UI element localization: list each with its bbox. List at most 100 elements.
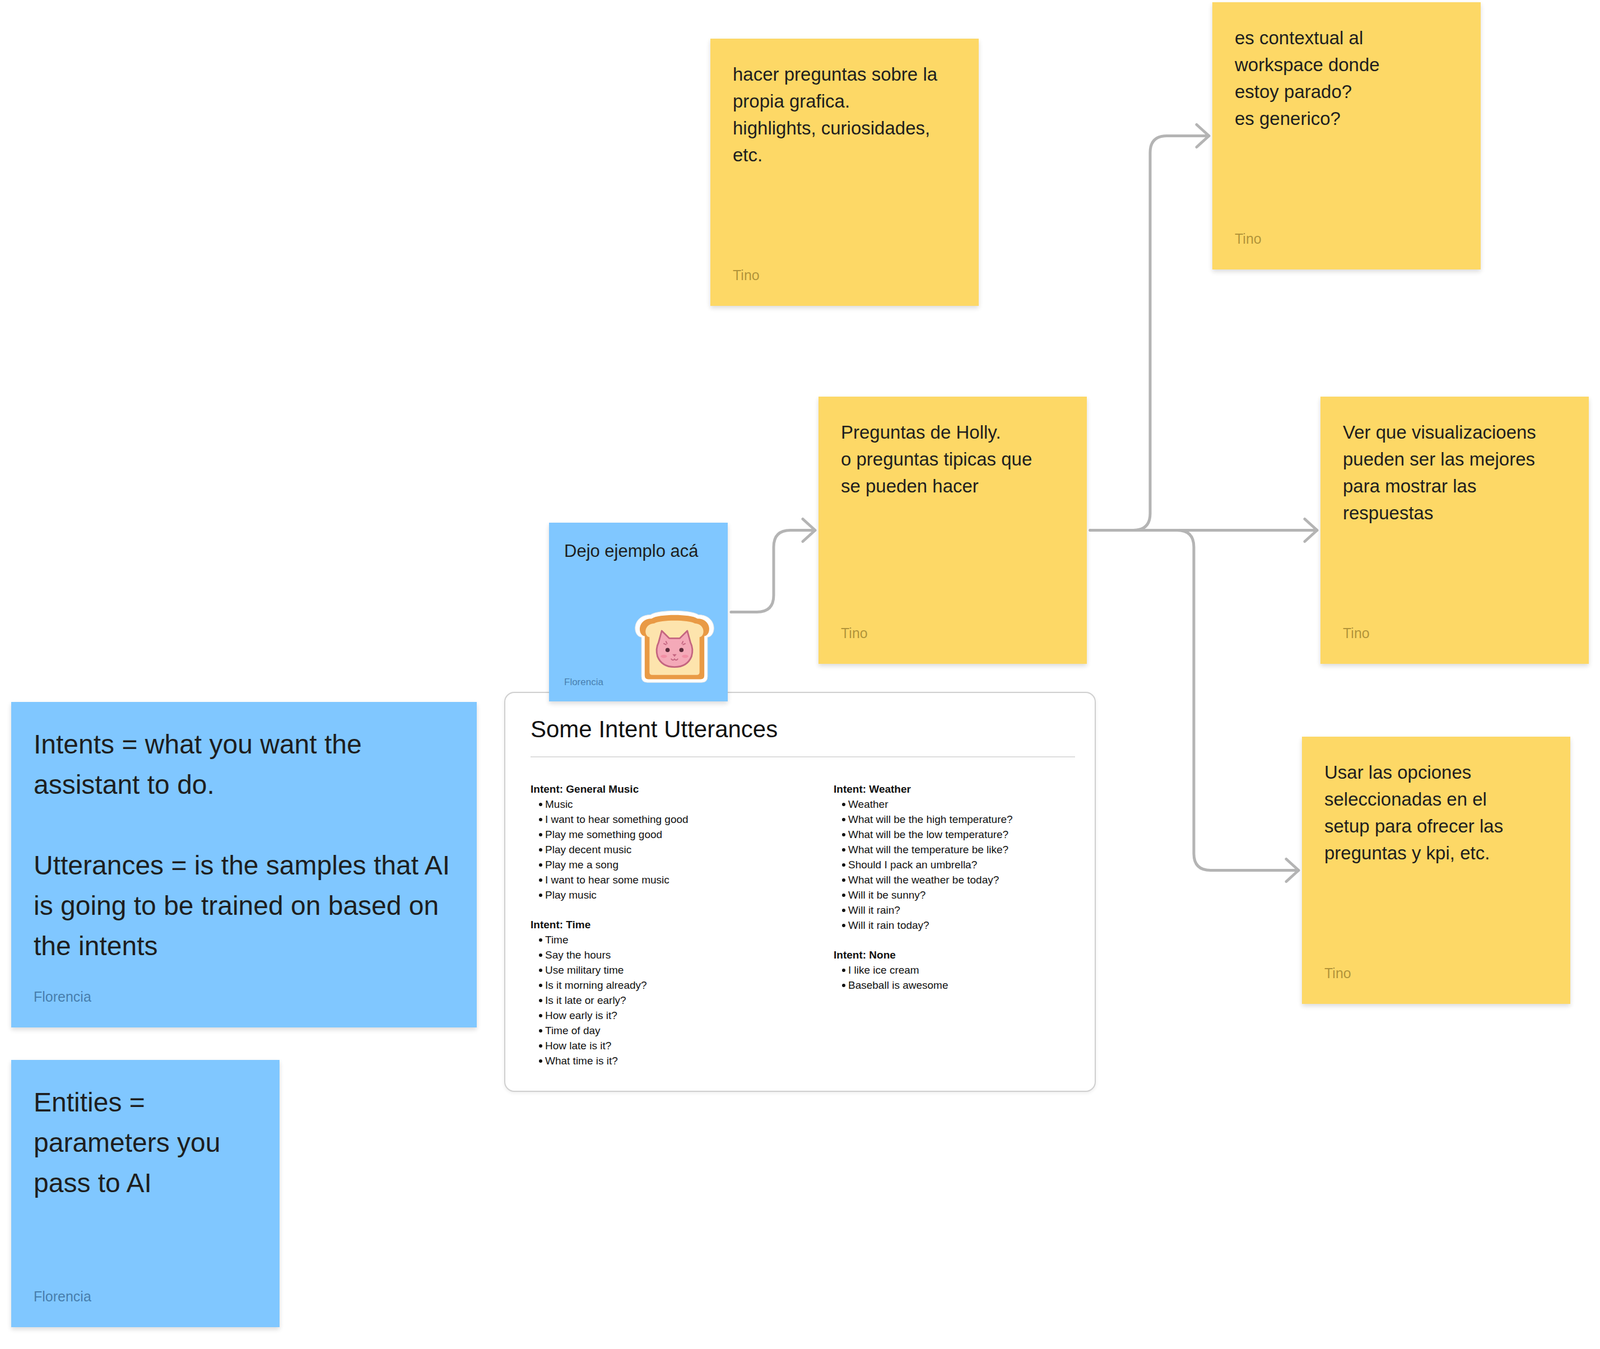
utterance-row: What will the weather be today?	[833, 872, 1013, 888]
utterance-item: I want to hear something good	[545, 813, 689, 826]
connector	[1090, 124, 1209, 531]
note-body: Usar las opciones seleccionadas en el se…	[1324, 759, 1535, 867]
utterance-item: What will the temperature be like?	[848, 843, 1009, 856]
utterance-item: I want to hear some music	[545, 873, 670, 886]
author-label: Florencia	[33, 988, 92, 1006]
utterance-item: Will it be sunny?	[848, 889, 926, 901]
cat-toast-sticker	[631, 609, 718, 685]
bullet-dot	[842, 802, 846, 807]
bullet-dot	[842, 923, 846, 928]
utterance-row: Use military time	[530, 962, 689, 978]
bullet-dot	[538, 1044, 543, 1048]
bullet-dot	[538, 893, 543, 897]
card-column: Intent: WeatherWeatherWhat will be the h…	[833, 781, 1013, 993]
utterance-item: Time	[545, 933, 569, 946]
bullet-dot	[538, 848, 543, 852]
note-text: hacer preguntas sobre la propia grafica.	[732, 61, 943, 115]
note-text: highlights, curiosidades, etc.	[732, 114, 943, 169]
utterance-item: Will it rain today?	[848, 919, 930, 932]
utterance-item: What will be the high temperature?	[848, 813, 1013, 826]
utterance-row: How early is it?	[530, 1007, 689, 1023]
divider-line	[530, 756, 1076, 758]
author-label: Tino	[1342, 624, 1370, 642]
intent-heading: Intent: Weather	[833, 781, 1013, 797]
cat-blush	[660, 654, 667, 659]
utterance-item: Play me something good	[545, 828, 663, 841]
connector	[731, 519, 816, 613]
card-title: Some Intent Utterances	[530, 715, 778, 744]
utterance-item: What will be the low temperature?	[848, 828, 1009, 841]
cat-eye	[665, 647, 671, 653]
note-body: Intents = what you want the assistant to…	[33, 724, 465, 967]
bullet-dot	[842, 893, 846, 897]
intent-heading: Intent: None	[833, 947, 1013, 963]
utterance-item: Weather	[848, 798, 888, 811]
cat-stripes	[663, 641, 686, 645]
utterance-row: I like ice cream	[833, 962, 1013, 978]
utterance-row: Play music	[530, 887, 689, 903]
utterance-row: Will it rain?	[833, 902, 1013, 918]
note-text: Utterances = is the samples that AI is g…	[33, 845, 465, 967]
sticker-outline	[635, 610, 714, 683]
cat-face	[656, 630, 693, 668]
utterance-row: What will be the low temperature?	[833, 826, 1013, 843]
utterance-row: How late is it?	[530, 1038, 689, 1054]
utterance-item: What time is it?	[545, 1054, 618, 1067]
bullet-dot	[538, 983, 543, 988]
author-label: Florencia	[33, 1287, 92, 1305]
cat-nose	[672, 654, 677, 658]
note-body: es contextual al workspace donde estoy p…	[1234, 24, 1427, 133]
utterance-item: What will the weather be today?	[848, 873, 999, 886]
sticky-note: Usar las opciones seleccionadas en el se…	[1301, 736, 1571, 1004]
bullet-dot	[842, 968, 846, 972]
connector	[1090, 519, 1318, 542]
card-column: Intent: General MusicMusic I want to hear…	[530, 781, 689, 1069]
utterance-item: Should I pack an umbrella?	[848, 858, 978, 871]
sticky-note: Entities = parameters you pass to AI Flor…	[11, 1059, 280, 1328]
note-body: hacer preguntas sobre la propia grafica.…	[732, 61, 943, 169]
note-body: Entities = parameters you pass to AI	[33, 1082, 264, 1204]
bullet-dot	[538, 802, 543, 807]
author-label: Tino	[840, 624, 868, 642]
utterance-item: Say the hours	[545, 949, 611, 961]
bullet-dot	[538, 953, 543, 957]
intent-heading: Intent: General Music	[530, 781, 689, 797]
author-label: Tino	[1324, 964, 1352, 982]
note-text: es generico?	[1234, 105, 1427, 133]
bullet-dot	[538, 998, 543, 1003]
bullet-dot	[538, 1029, 543, 1033]
utterance-row: What time is it?	[530, 1053, 689, 1069]
note-text: Ver que visualizacioens pueden ser las m…	[1342, 419, 1553, 527]
utterance-item: How early is it?	[545, 1009, 618, 1022]
bullet-dot	[538, 817, 543, 822]
utterance-row: Time	[530, 932, 689, 948]
cat-mouth	[671, 658, 678, 660]
bullet-dot	[842, 817, 846, 822]
note-text: Usar las opciones seleccionadas en el se…	[1324, 759, 1535, 867]
utterance-row: Is it late or early?	[530, 992, 689, 1008]
author-label: Florencia	[564, 676, 604, 688]
sticky-note: hacer preguntas sobre la propia grafica.…	[710, 38, 979, 306]
connector	[1090, 530, 1299, 882]
utterance-item: Will it rain?	[848, 904, 901, 916]
utterance-item: How late is it?	[545, 1039, 612, 1052]
utterance-item: Use military time	[545, 964, 624, 976]
sticky-note: Ver que visualizacioens pueden ser las m…	[1320, 396, 1589, 664]
note-body: Dejo ejemplo acá	[564, 539, 716, 564]
bullet-dot	[842, 833, 846, 837]
utterance-item: Music	[545, 798, 574, 811]
sticky-note: Preguntas de Holly.o preguntas tipicas q…	[818, 396, 1087, 664]
utterance-row: Baseball is awesome	[833, 977, 1013, 993]
note-body: Ver que visualizacioens pueden ser las m…	[1342, 419, 1553, 527]
bullet-dot	[538, 1014, 543, 1018]
utterance-item: Play music	[545, 889, 597, 901]
utterance-row: Is it morning already?	[530, 977, 689, 993]
utterance-row: Should I pack an umbrella?	[833, 857, 1013, 873]
utterance-item: I like ice cream	[848, 964, 920, 976]
note-text: es contextual al workspace donde estoy p…	[1234, 24, 1427, 106]
utterance-row: What will the temperature be like?	[833, 842, 1013, 858]
toast-crumb	[645, 620, 704, 676]
utterance-row: I want to hear some music	[530, 872, 689, 888]
utterance-item: Baseball is awesome	[848, 979, 948, 992]
cat-blush	[681, 654, 688, 659]
